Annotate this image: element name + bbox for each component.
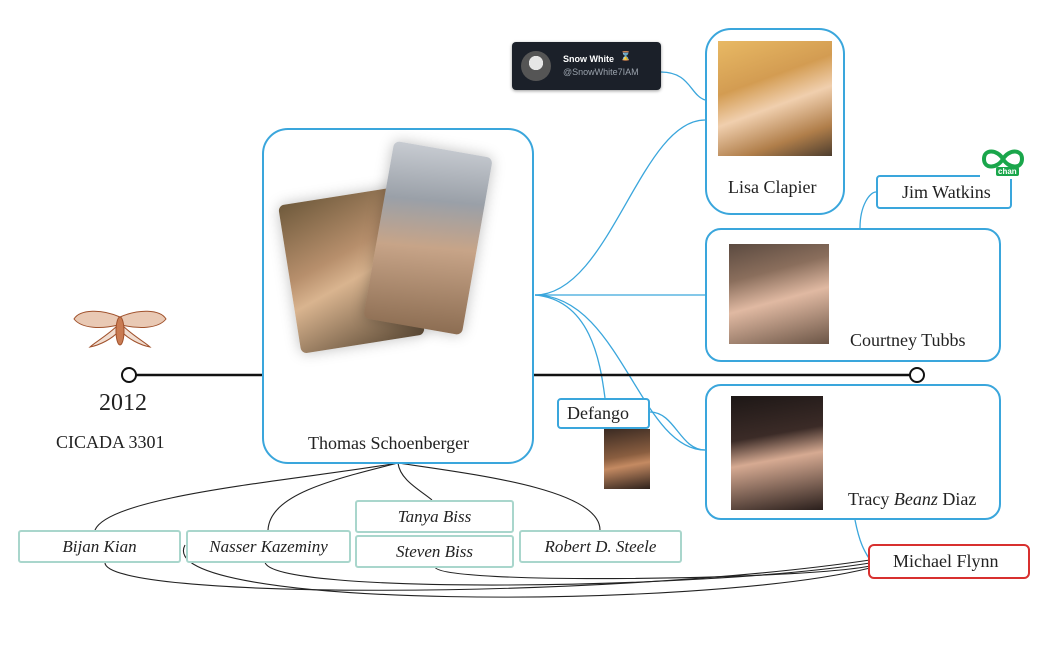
jim-node[interactable] bbox=[876, 175, 1012, 209]
tweet-avatar bbox=[521, 51, 551, 81]
flynn-node[interactable] bbox=[868, 544, 1030, 579]
tracy-label: Tracy Beanz Diaz bbox=[848, 489, 976, 510]
defango-node[interactable] bbox=[557, 398, 650, 429]
associate-nasser-kazeminy[interactable]: Nasser Kazeminy bbox=[186, 530, 351, 563]
tracy-label-nickname: Beanz bbox=[893, 489, 938, 509]
lisa-label: Lisa Clapier bbox=[728, 177, 817, 197]
cicada-label: CICADA 3301 bbox=[56, 432, 165, 452]
connector-tracy bbox=[534, 294, 706, 451]
lisa-photo bbox=[718, 41, 832, 156]
chan-logo-text: chan bbox=[996, 167, 1019, 176]
timeline-node-2012 bbox=[121, 367, 137, 383]
connector-defango bbox=[534, 294, 606, 399]
defango-label: Defango bbox=[567, 403, 629, 423]
tracy-label-last: Diaz bbox=[937, 489, 977, 509]
associate-tanya-biss[interactable]: Tanya Biss bbox=[355, 500, 514, 533]
tweet-name: Snow White bbox=[563, 54, 614, 64]
courtney-label: Courtney Tubbs bbox=[850, 330, 966, 350]
thomas-label: Thomas Schoenberger bbox=[308, 433, 470, 453]
associate-bijan-kian[interactable]: Bijan Kian bbox=[18, 530, 181, 563]
flynn-label: Michael Flynn bbox=[893, 551, 999, 571]
chan-logo-icon: chan bbox=[980, 147, 1026, 179]
tweet-card[interactable]: Snow White ⌛ @SnowWhite7IAM bbox=[512, 42, 661, 90]
tracy-label-first: Tracy bbox=[848, 489, 894, 509]
hourglass-icon: ⌛ bbox=[620, 52, 632, 62]
tweet-handle: @SnowWhite7IAM bbox=[563, 67, 639, 77]
cicada-icon bbox=[73, 310, 167, 348]
connector-jim bbox=[859, 191, 877, 229]
connector-defango-tracy bbox=[649, 411, 706, 451]
timeline-node-end bbox=[909, 367, 925, 383]
year-2012-label: 2012 bbox=[99, 390, 147, 416]
defango-photo bbox=[604, 429, 650, 489]
courtney-photo bbox=[729, 244, 829, 344]
associate-steven-biss[interactable]: Steven Biss bbox=[355, 535, 514, 568]
connector-tweet bbox=[660, 71, 706, 101]
associate-robert-steele[interactable]: Robert D. Steele bbox=[519, 530, 682, 563]
tracy-photo bbox=[731, 396, 823, 510]
jim-label: Jim Watkins bbox=[902, 182, 991, 202]
connector-lisa bbox=[534, 119, 706, 296]
